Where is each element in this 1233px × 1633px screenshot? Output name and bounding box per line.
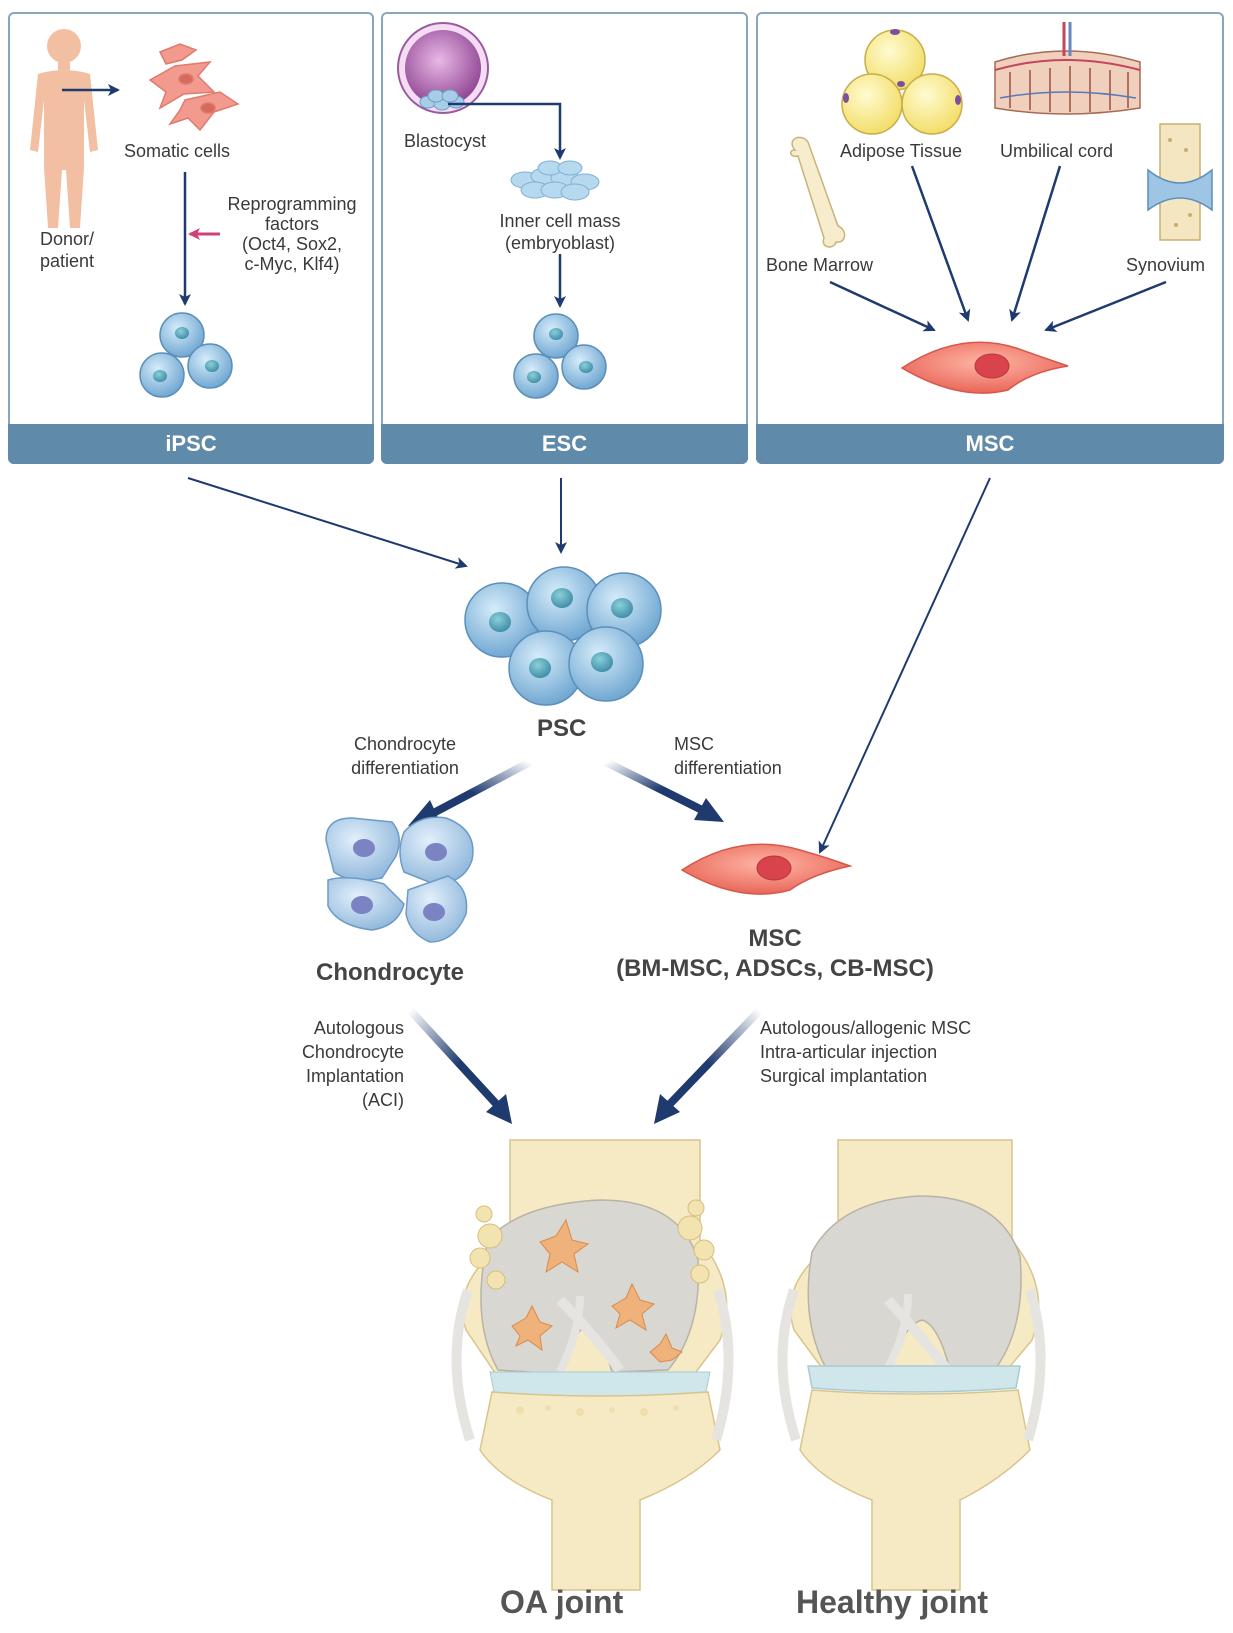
healthy-joint-icon xyxy=(777,1139,1046,1591)
msc-differentiation-arrow xyxy=(604,758,724,822)
somatic-cells-label: Somatic cells xyxy=(124,141,231,161)
healthy-joint-label: Healthy joint xyxy=(796,1584,989,1620)
ipsc-cells-icon xyxy=(139,312,233,398)
msc-panel-title: MSC xyxy=(756,424,1224,464)
donor-label: Donor/ patient xyxy=(39,229,95,271)
blastocyst-icon xyxy=(397,22,489,114)
chondrocyte-label: Chondrocyte xyxy=(316,959,465,986)
oa-joint-icon xyxy=(451,1139,734,1591)
inner-cell-mass-label: Inner cell mass (embryoblast) xyxy=(499,211,621,253)
msc-therapy-arrow xyxy=(654,1007,763,1124)
synovium-joint-icon xyxy=(1147,123,1213,241)
chondrocyte-differentiation-label: Chondrocyte differentiation xyxy=(351,734,459,778)
human-figure-icon xyxy=(30,29,98,228)
esc-cells-icon xyxy=(513,313,607,399)
msc-source-arrows xyxy=(829,165,1167,332)
ipsc-to-psc-arrow xyxy=(187,477,468,569)
blastocyst-label: Blastocyst xyxy=(404,131,487,151)
msc-cell-icon xyxy=(900,341,1069,394)
bone-marrow-label: Bone Marrow xyxy=(766,255,874,275)
msc-to-msc-arrow xyxy=(818,477,991,854)
blastocyst-to-icm-arrow xyxy=(448,102,566,160)
somatic-cells-icon xyxy=(148,43,240,132)
aci-arrow xyxy=(407,1007,512,1124)
msc-middle-cell-icon xyxy=(680,843,853,895)
reprogramming-factors-label: Reprogramming factors (Oct4, Sox2, c-Myc… xyxy=(227,194,357,274)
chondrocyte-cells-icon xyxy=(325,816,474,943)
psc-cells-icon xyxy=(464,566,662,706)
inner-cell-mass-icon xyxy=(510,160,600,201)
adipose-tissue-icon xyxy=(841,29,963,135)
oa-joint-label: OA joint xyxy=(500,1584,624,1620)
adipose-tissue-label: Adipose Tissue xyxy=(840,141,963,161)
psc-label: PSC xyxy=(537,715,587,742)
umbilical-cord-icon xyxy=(994,22,1141,115)
msc-differentiation-label: MSC differentiation xyxy=(674,734,782,778)
synovium-label: Synovium xyxy=(1126,255,1206,275)
msc-types-label: MSC (BM-MSC, ADSCs, CB-MSC) xyxy=(616,925,934,982)
bone-icon xyxy=(790,136,846,248)
msc-therapy-label: Autologous/allogenic MSC Intra-articular… xyxy=(760,1018,972,1086)
aci-label: Autologous Chondrocyte Implantation (ACI… xyxy=(301,1018,404,1110)
esc-panel: ESC xyxy=(381,12,748,464)
ipsc-panel-title: iPSC xyxy=(8,424,374,464)
esc-panel-title: ESC xyxy=(381,424,748,464)
umbilical-cord-label: Umbilical cord xyxy=(1000,141,1114,161)
